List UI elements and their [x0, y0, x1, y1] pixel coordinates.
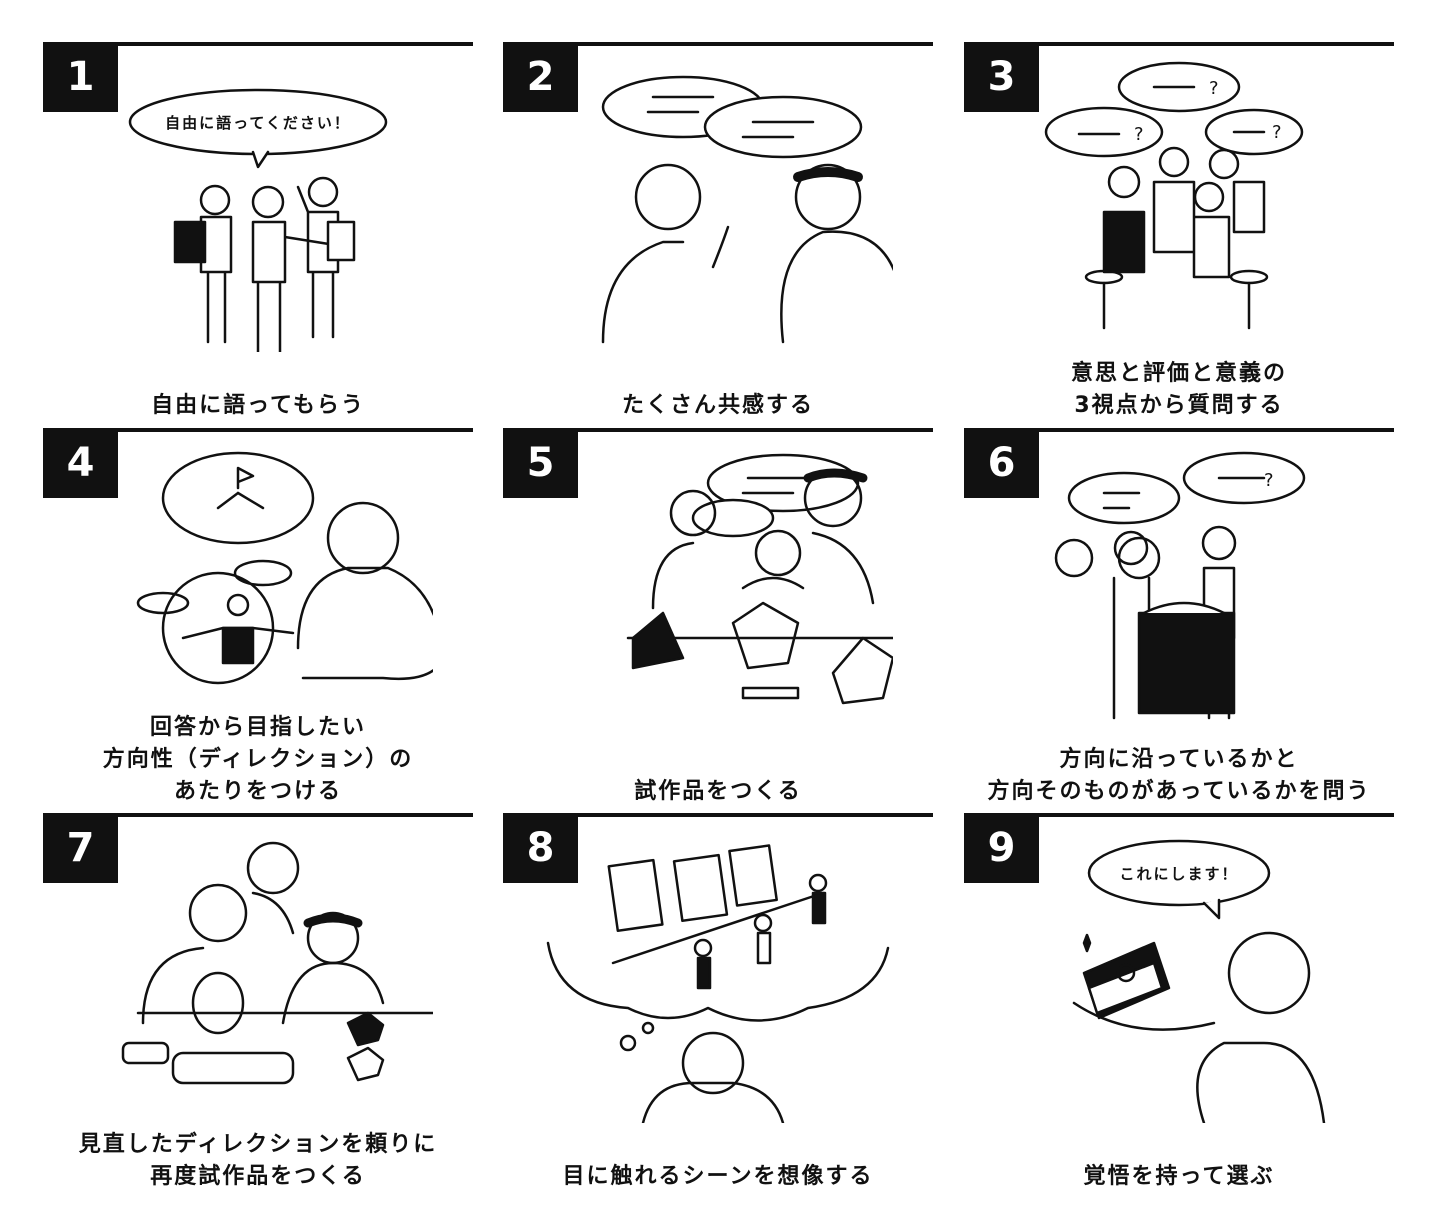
divider: [43, 813, 473, 817]
step-caption: たくさん共感する: [621, 393, 814, 418]
illustration-questions: ???: [1044, 61, 1304, 330]
step-panel-8: 8 目に触れるシーンを想像する: [503, 813, 933, 1193]
divider: [503, 428, 933, 432]
illustration-reprototyping: [121, 841, 433, 1085]
step-caption: 見直したディレクションを頼りに再度試作品をつくる: [78, 1132, 438, 1189]
divider: [964, 813, 1394, 817]
step-number: 5: [503, 428, 578, 498]
step-panel-4: 4 回答から目指したい方向性（ディレクション）のあたりをつける: [43, 428, 473, 808]
svg-text:?: ?: [1272, 122, 1282, 143]
divider: [43, 42, 473, 46]
illustration-review: ?: [1054, 451, 1306, 720]
illustration-empathy: [601, 75, 893, 344]
illustration-choosing: これにします！: [1072, 839, 1326, 1123]
speech-bubble-text: これにします！: [1119, 865, 1238, 883]
step-caption: 目に触れるシーンを想像する: [562, 1164, 874, 1189]
step-panel-9: 9 これにします！ 覚悟を持って選ぶ: [964, 813, 1394, 1193]
step-caption: 試作品をつくる: [634, 779, 802, 804]
step-number: 9: [964, 813, 1039, 883]
step-panel-7: 7 見直したディレクションを頼りに再度試作品をつくる: [43, 813, 473, 1193]
illustration-prototyping: [626, 453, 893, 705]
step-caption: 自由に語ってもらう: [151, 393, 365, 418]
divider: [964, 428, 1394, 432]
step-caption: 覚悟を持って選ぶ: [1083, 1164, 1275, 1189]
step-number: 3: [964, 42, 1039, 112]
divider: [43, 428, 473, 432]
step-number: 2: [503, 42, 578, 112]
step-panel-5: 5 試作品をつくる: [503, 428, 933, 808]
step-panel-2: 2 たくさん共感する: [503, 42, 933, 422]
speech-bubble-text: 自由に語ってください！: [165, 114, 351, 132]
svg-text:?: ?: [1209, 78, 1219, 99]
step-number: 4: [43, 428, 118, 498]
step-number: 8: [503, 813, 578, 883]
illustration-imagining-scene: [546, 844, 890, 1123]
step-caption: 回答から目指したい方向性（ディレクション）のあたりをつける: [102, 715, 414, 804]
step-number: 7: [43, 813, 118, 883]
divider: [503, 42, 933, 46]
illustration-direction: [136, 451, 433, 685]
step-number: 6: [964, 428, 1039, 498]
step-caption: 方向に沿っているかと方向そのものがあっているかを問う: [987, 747, 1371, 804]
svg-text:?: ?: [1134, 124, 1144, 145]
step-panel-6: 6 ? 方向に沿っているかと方向そのものがあっているかを問う: [964, 428, 1394, 808]
step-panel-1: 1 自由に語ってください！ 自由に語ってもらう: [43, 42, 473, 422]
illustration-people-talking: 自由に語ってください！: [128, 88, 388, 352]
divider: [503, 813, 933, 817]
svg-text:?: ?: [1264, 470, 1274, 491]
divider: [964, 42, 1394, 46]
step-number: 1: [43, 42, 118, 112]
